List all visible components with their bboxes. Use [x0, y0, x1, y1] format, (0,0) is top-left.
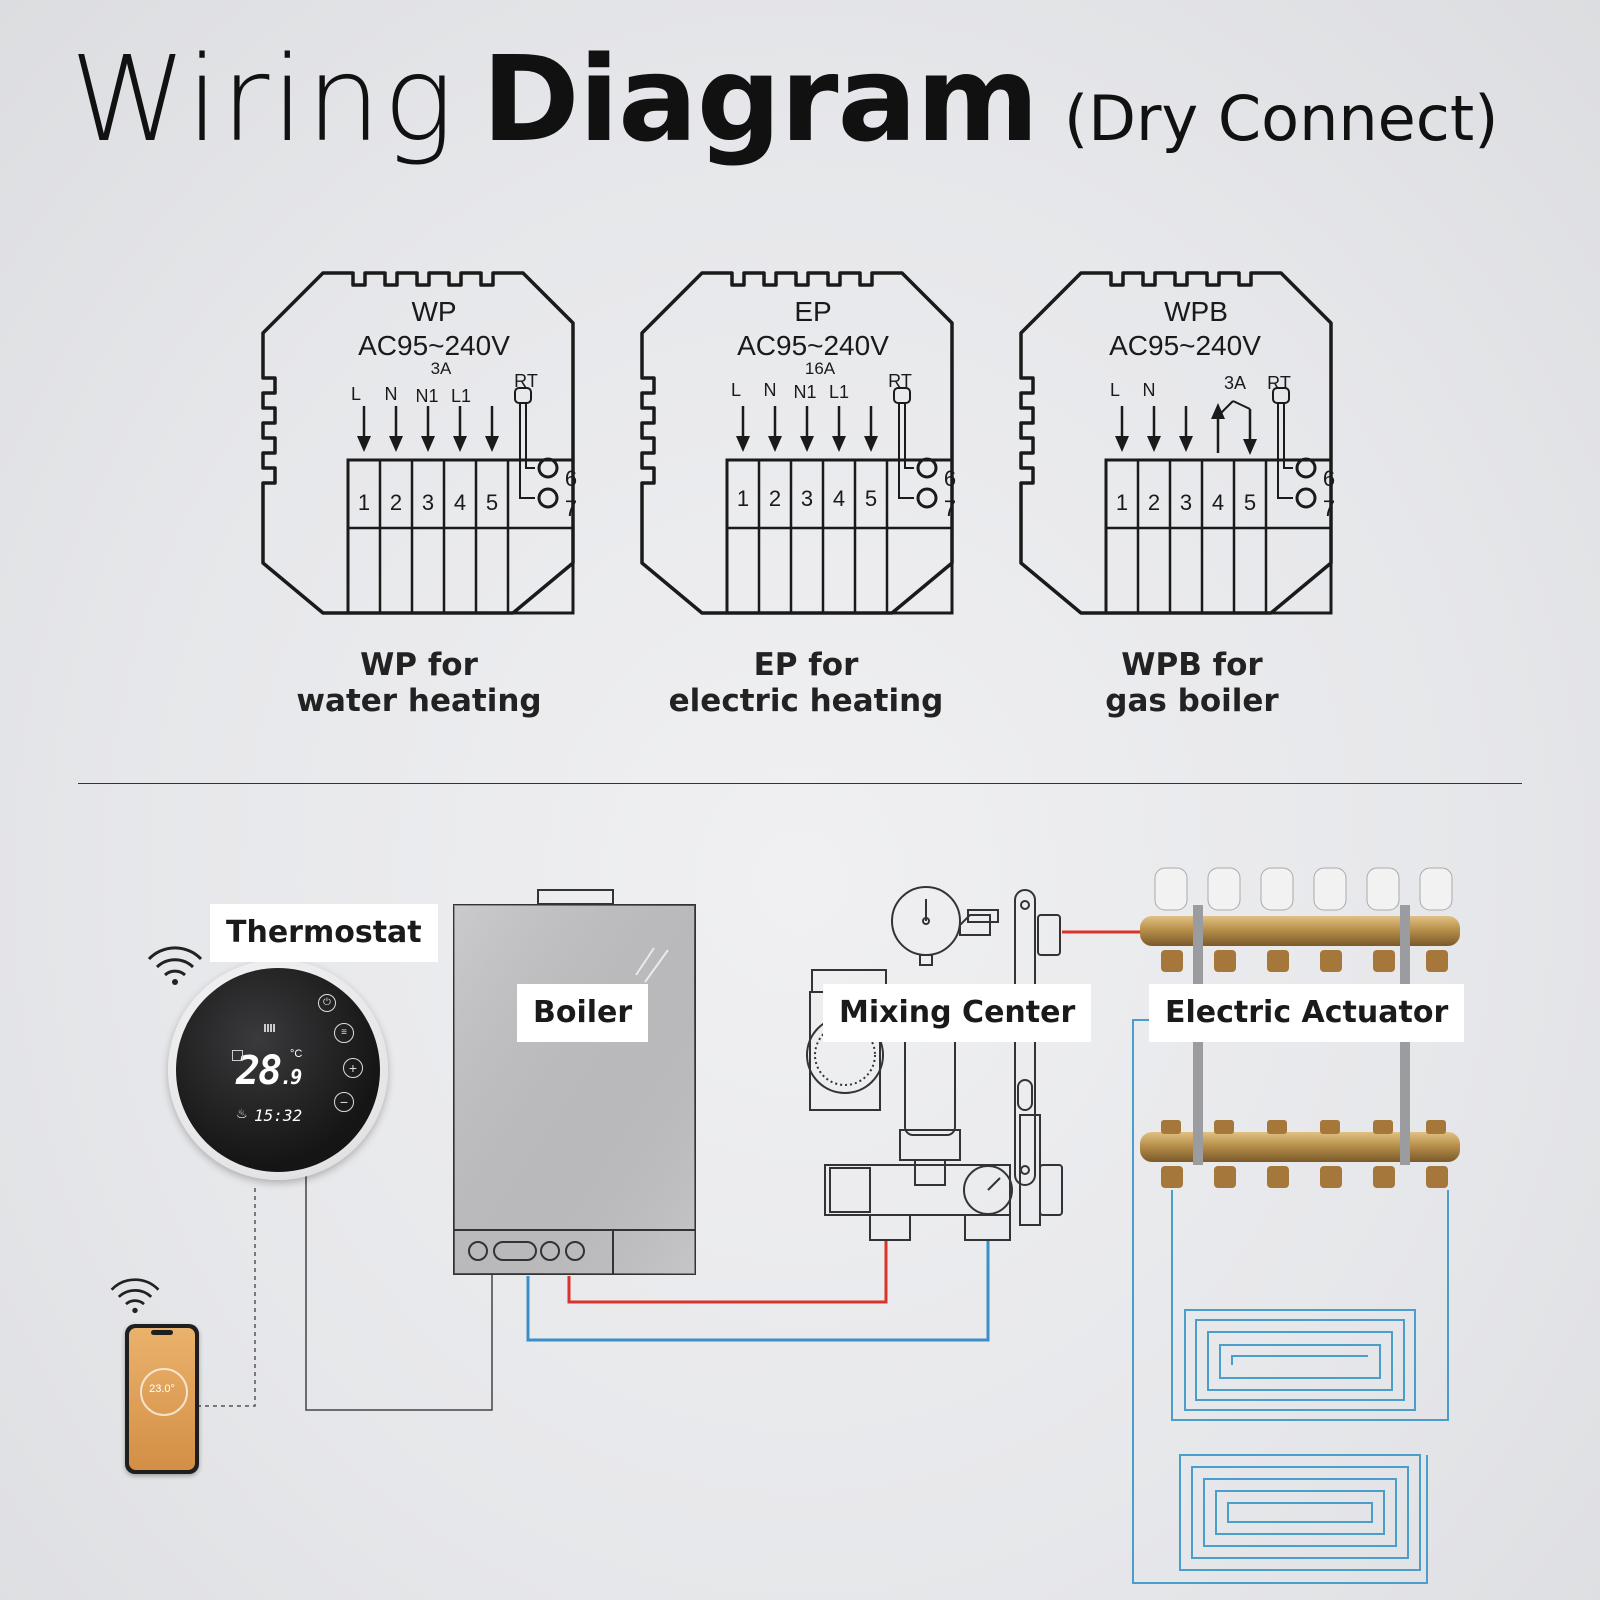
- caption-line: gas boiler: [1105, 683, 1279, 719]
- ep-terminal-l: L: [731, 380, 741, 400]
- plus-icon[interactable]: +: [343, 1058, 363, 1078]
- terminal-number: 5: [486, 490, 498, 515]
- ep-terminal-n1: N1: [793, 382, 816, 402]
- terminal-number: 5: [865, 486, 877, 511]
- caption-ep: EP for electric heating: [646, 647, 966, 719]
- terminal-number: 4: [1212, 490, 1224, 515]
- caption-line: electric heating: [668, 683, 944, 719]
- label-electric-actuator: Electric Actuator: [1149, 984, 1465, 1042]
- section-divider: [78, 783, 1522, 784]
- wifi-link-dashed: [198, 1188, 256, 1407]
- terminal-number: 3: [1180, 490, 1192, 515]
- temperature-unit: °C: [290, 1048, 303, 1060]
- cold-return-pipe: [526, 1240, 990, 1342]
- title-dry-connect: (Dry Connect): [1064, 82, 1499, 155]
- minus-icon[interactable]: −: [334, 1092, 354, 1112]
- ep-terminal-n: N: [764, 380, 777, 400]
- caption-wpb: WPB for gas boiler: [1032, 647, 1352, 719]
- label-thermostat: Thermostat: [210, 904, 438, 962]
- terminal-number: 2: [769, 486, 781, 511]
- wpb-terminal-n: N: [1143, 380, 1156, 400]
- panel-ep: [640, 271, 954, 615]
- thermostat-temperature: 28.9: [236, 1048, 302, 1094]
- mode-icon: [264, 1024, 276, 1032]
- ep-current: 16A: [805, 359, 836, 378]
- ep-terminal-numbers: 1 2 3 4 5 6 7: [737, 466, 956, 521]
- terminal-number: 6: [1323, 466, 1335, 491]
- thermostat-time: 15:32: [254, 1106, 303, 1125]
- terminal-number: 4: [833, 486, 845, 511]
- phone-notch: [151, 1330, 173, 1335]
- caption-line: water heating: [296, 683, 542, 719]
- terminal-number: 6: [565, 466, 577, 491]
- caption-wp: WP for water heating: [259, 647, 579, 719]
- power-icon[interactable]: ⏻: [318, 994, 336, 1012]
- caption-line: EP for: [753, 647, 859, 683]
- smartphone: 23.0°: [125, 1324, 199, 1474]
- wp-terminal-numbers: 1 2 3 4 5 6 7: [358, 466, 577, 521]
- wpb-voltage: AC95~240V: [1109, 330, 1261, 361]
- ep-terminal-l1: L1: [829, 382, 849, 402]
- ep-model: EP: [794, 296, 831, 327]
- phone-temperature: 23.0°: [149, 1383, 175, 1395]
- wp-terminal-l1: L1: [451, 386, 471, 406]
- panel-wp: [261, 271, 575, 615]
- manifold: [1140, 867, 1460, 1188]
- wp-voltage: AC95~240V: [358, 330, 510, 361]
- terminal-number: 1: [358, 490, 370, 515]
- terminal-number: 1: [1116, 490, 1128, 515]
- wp-terminal-n: N: [385, 384, 398, 404]
- phone-dial: [140, 1368, 188, 1416]
- thermostat-boiler-wire: [305, 1168, 493, 1411]
- terminal-number: 2: [390, 490, 402, 515]
- terminal-number: 4: [454, 490, 466, 515]
- boiler: [453, 889, 696, 1275]
- terminal-number: 6: [944, 466, 956, 491]
- wp-model: WP: [411, 296, 456, 327]
- lock-icon: [232, 1050, 243, 1061]
- terminal-number: 7: [565, 496, 577, 521]
- wpb-rt: RT: [1267, 373, 1291, 393]
- wifi-icon: [147, 946, 203, 985]
- wpb-model: WPB: [1164, 296, 1228, 327]
- wpb-relay-rating: 3A: [1224, 373, 1246, 393]
- menu-icon[interactable]: ≡: [334, 1023, 354, 1043]
- mixing-center: [806, 886, 1063, 1241]
- terminal-number: 3: [801, 486, 813, 511]
- wifi-icon: [110, 1278, 160, 1314]
- thermostat-screen: 28.9 °C 15:32 ♨ ⏻ ≡ + −: [176, 968, 380, 1172]
- ep-rt: RT: [888, 371, 912, 391]
- title-diagram: Diagram: [481, 30, 1039, 168]
- flame-icon: ♨: [236, 1106, 248, 1121]
- terminal-number: 2: [1148, 490, 1160, 515]
- wp-rt: RT: [514, 371, 538, 391]
- underfloor-loops: [1132, 1019, 1449, 1584]
- wp-current: 3A: [431, 359, 452, 378]
- hot-supply-pipe: [567, 1240, 888, 1304]
- title-wiring: Wiring: [70, 30, 456, 168]
- thermostat-device: 28.9 °C 15:32 ♨ ⏻ ≡ + −: [168, 960, 388, 1180]
- wpb-terminal-numbers: 1 2 3 4 5 6 7: [1116, 466, 1335, 521]
- terminal-number: 3: [422, 490, 434, 515]
- caption-line: WPB for: [1121, 647, 1263, 683]
- panel-wpb: [1019, 271, 1333, 615]
- wp-terminal-l: L: [351, 384, 361, 404]
- wp-terminal-n1: N1: [415, 386, 438, 406]
- terminal-number: 1: [737, 486, 749, 511]
- terminal-number: 7: [944, 496, 956, 521]
- label-boiler: Boiler: [517, 984, 649, 1042]
- terminal-number: 7: [1323, 496, 1335, 521]
- caption-line: WP for: [360, 647, 478, 683]
- label-mixing-center: Mixing Center: [823, 984, 1092, 1042]
- wpb-terminal-l: L: [1110, 380, 1120, 400]
- terminal-number: 5: [1244, 490, 1256, 515]
- temperature-decimal: .9: [280, 1065, 302, 1089]
- temperature-value: 28: [236, 1048, 282, 1094]
- phone-screen: 23.0°: [129, 1328, 195, 1470]
- ep-voltage: AC95~240V: [737, 330, 889, 361]
